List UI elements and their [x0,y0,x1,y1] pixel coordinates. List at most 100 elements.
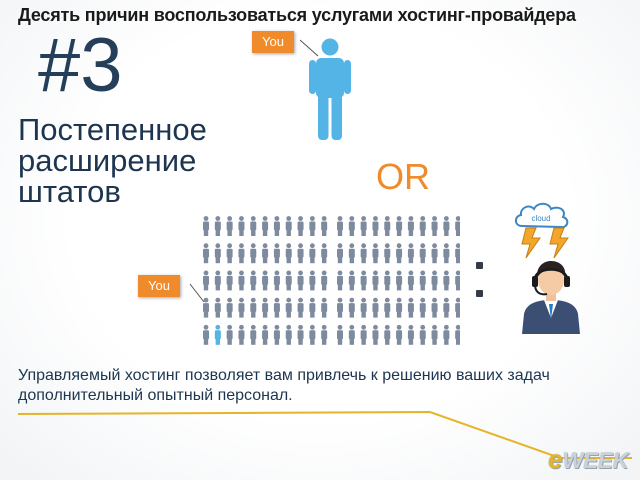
crowd-person [348,216,355,236]
crowd-person [396,297,403,318]
reason-heading-line: штатов [18,174,121,209]
crowd-person [273,243,280,264]
crowd-person [419,216,426,236]
crowd-person [443,324,450,345]
reason-heading-line: расширение [18,143,197,178]
crowd-person-you [214,324,221,345]
crowd-person [455,324,460,345]
crowd-person [443,243,450,264]
crowd-person [285,270,292,291]
crowd-person [407,216,414,236]
crowd-person [396,216,403,236]
crowd-person [407,324,414,345]
crowd-person [203,297,209,318]
crowd-person [273,270,280,291]
crowd-person [455,243,460,264]
logo-swoosh-line [17,410,632,459]
crowd-person [203,270,209,291]
crowd-person [384,297,391,318]
crowd-person [455,297,460,318]
crowd-person [419,270,426,291]
crowd-person [273,297,280,318]
crowd-person [297,297,304,318]
crowd-person [214,243,221,264]
crowd-person [360,324,367,345]
crowd-person [321,297,328,318]
crowd-person [309,216,316,236]
crowd-person [337,216,343,236]
crowd-person [360,243,367,264]
crowd-person [384,243,391,264]
cloud-icon: cloud [514,202,569,229]
crowd-person [203,243,209,264]
crowd-person [407,270,414,291]
crowd-person [396,270,403,291]
crowd-person [262,270,269,291]
crowd-person [372,216,379,236]
crowd-person [238,216,245,236]
crowd-person [431,216,438,236]
crowd-person [337,243,343,264]
logo-e: e [548,444,563,474]
crowd-person [455,270,460,291]
reason-heading: Постепенное расширение штатов [18,114,207,207]
crowd-person [203,324,209,345]
crowd-person [431,243,438,264]
crowd-person [238,243,245,264]
crowd-person [407,243,414,264]
crowd-person [250,270,257,291]
crowd-person [419,243,426,264]
crowd-person [297,216,304,236]
crowd-person [443,270,450,291]
body-text-line: Управляемый хостинг позволяет вам привле… [18,367,550,384]
crowd-person [250,297,257,318]
or-text: OR [376,156,430,197]
crowd-person [273,324,280,345]
reason-heading-line: Постепенное [18,112,207,147]
crowd-person [262,297,269,318]
ratio-colon [476,258,484,302]
crowd-person [372,243,379,264]
crowd-person [285,216,292,236]
crowd-person [407,297,414,318]
crowd-person [226,243,233,264]
crowd-person [321,216,328,236]
crowd-person [285,324,292,345]
crowd-person [360,297,367,318]
crowd-person [337,270,343,291]
person-icon [309,38,351,140]
crowd-person [360,270,367,291]
crowd-person [431,324,438,345]
crowd-person [238,324,245,345]
crowd-person [321,243,328,264]
crowd-person [285,297,292,318]
cloud-label: cloud [531,214,550,223]
crowd-person [250,324,257,345]
crowd-of-people [203,216,460,345]
crowd-person [443,297,450,318]
crowd-person [443,216,450,236]
crowd-person [297,243,304,264]
crowd-person [348,297,355,318]
logo-rest: WEEK [562,448,629,473]
crowd-person [321,270,328,291]
support-agent-headset-icon [522,261,580,334]
crowd-person [396,243,403,264]
crowd-person [250,243,257,264]
crowd-person [285,243,292,264]
crowd-person [214,216,221,236]
crowd-person [226,216,233,236]
crowd-person [321,324,328,345]
crowd-person [384,216,391,236]
crowd-person [372,270,379,291]
crowd-person [348,243,355,264]
crowd-person [226,270,233,291]
crowd-person [203,216,209,236]
crowd-person [431,297,438,318]
crowd-person [337,324,343,345]
body-text: Управляемый хостинг позволяет вам привле… [18,366,550,406]
crowd-person [238,270,245,291]
reason-number: #3 [38,23,123,108]
you-label-single: You [252,31,294,53]
crowd-person [419,297,426,318]
